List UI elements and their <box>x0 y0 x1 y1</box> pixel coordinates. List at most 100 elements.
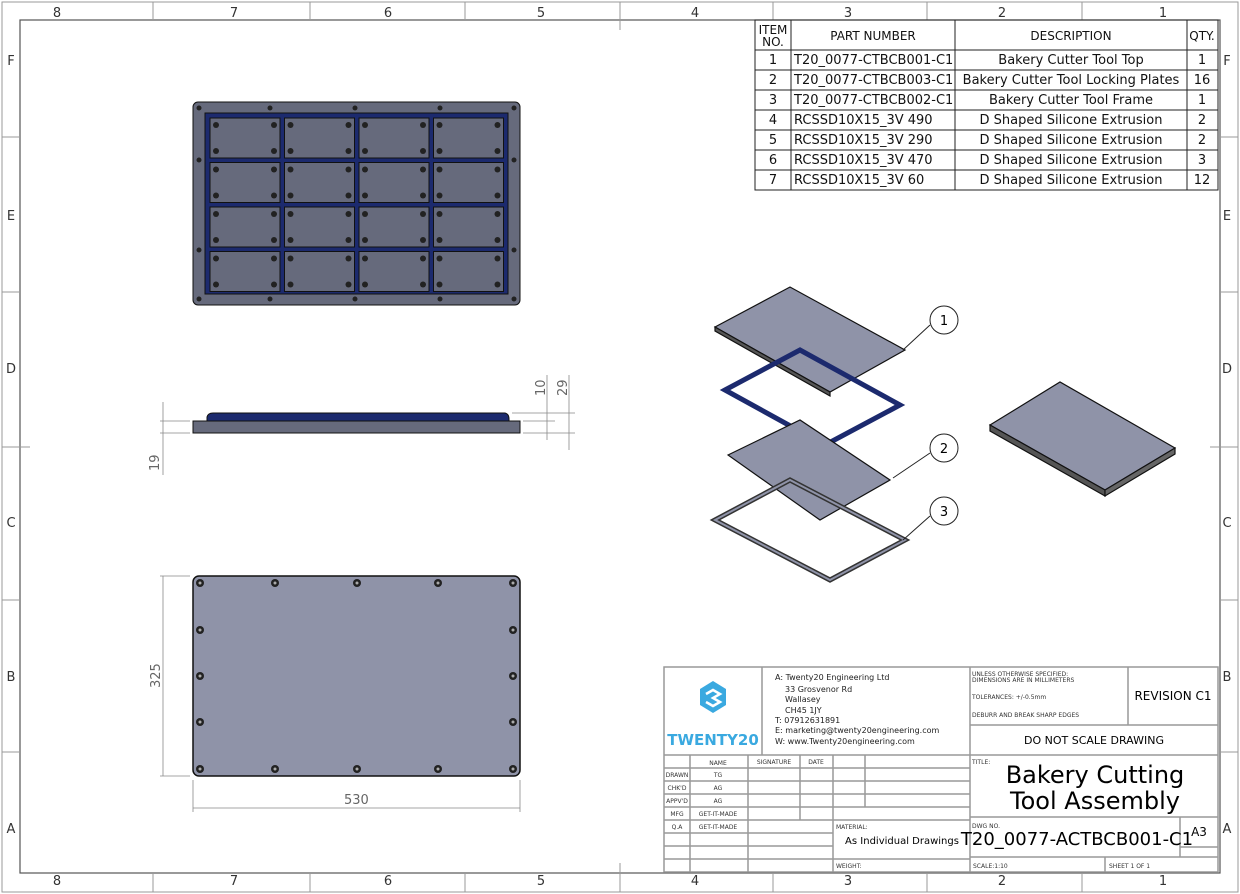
bolt-hole-center <box>355 581 359 585</box>
bom-cell-desc: Bakery Cutter Tool Frame <box>989 93 1153 108</box>
title-block: TWENTY20 A: Twenty20 Engineering Ltd 33 … <box>663 666 1219 873</box>
bolt-hole <box>362 166 368 173</box>
bom-cell-desc: D Shaped Silicone Extrusion <box>980 173 1163 188</box>
bolt-hole-center <box>511 581 515 585</box>
spec-line: DIMENSIONS ARE IN MILLIMETERS <box>972 677 1074 684</box>
sheet: SHEET 1 OF 1 <box>1109 863 1150 870</box>
bom-cell-item: 1 <box>769 53 777 68</box>
bolt-hole <box>213 281 219 288</box>
zone-row: F <box>1223 54 1230 69</box>
bolt-hole <box>362 281 368 288</box>
bolt-hole <box>196 105 202 111</box>
bolt-hole <box>196 247 202 253</box>
bolt-hole-center <box>511 674 515 678</box>
bolt-hole <box>345 148 352 154</box>
bolt-hole <box>352 105 358 111</box>
address-line: Wallasey <box>785 695 821 704</box>
bolt-hole <box>494 237 501 243</box>
bolt-hole <box>345 281 352 288</box>
bolt-hole <box>494 192 501 199</box>
bolt-hole <box>287 281 294 288</box>
zone-row: D <box>6 362 16 377</box>
bolt-hole <box>271 166 277 173</box>
role-label: Q.A <box>672 824 684 831</box>
role-name: GET-IT-MADE <box>699 824 738 831</box>
bolt-hole <box>511 105 517 111</box>
locking-plate <box>358 162 430 203</box>
spec-line: DEBURR AND BREAK SHARP EDGES <box>972 712 1079 719</box>
bottom-view: 325 530 <box>149 575 521 812</box>
role-name: GET-IT-MADE <box>699 811 738 818</box>
locking-plate <box>358 251 430 292</box>
bolt-hole <box>437 296 443 302</box>
bolt-hole <box>420 281 426 288</box>
bolt-hole <box>345 237 352 243</box>
zone-row: B <box>7 670 16 685</box>
revision: REVISION C1 <box>1134 689 1211 703</box>
zone-row: F <box>7 54 14 69</box>
address-line: 33 Grosvenor Rd <box>785 685 852 694</box>
dim-530: 530 <box>344 793 369 808</box>
bolt-hole <box>287 166 294 173</box>
bom-cell-part: RCSSD10X15_3V 60 <box>794 173 924 188</box>
bolt-hole <box>287 148 294 154</box>
bom-cell-desc: D Shaped Silicone Extrusion <box>980 113 1163 128</box>
bom-cell-part: RCSSD10X15_3V 490 <box>794 113 933 128</box>
zone-col: 8 <box>53 6 61 21</box>
bolt-hole <box>271 192 277 199</box>
bolt-hole <box>271 148 277 154</box>
bolt-hole <box>362 211 368 217</box>
bolt-hole-center <box>273 581 277 585</box>
bolt-hole <box>345 192 352 199</box>
dim-10: 10 <box>534 379 549 396</box>
bom-header-item: ITEM <box>759 23 788 37</box>
drawing-number: T20_0077-ACTBCB001-C1 <box>960 829 1193 850</box>
bolt-hole-center <box>198 581 202 585</box>
sheet-size: A3 <box>1191 825 1207 839</box>
bolt-hole <box>271 255 277 262</box>
bolt-hole <box>494 122 501 128</box>
bolt-hole <box>420 166 426 173</box>
bolt-hole <box>436 166 443 173</box>
weight-label: WEIGHT: <box>836 863 862 870</box>
assembled-iso-view <box>988 381 1177 498</box>
address-web: W: www.Twenty20engineering.com <box>775 737 915 746</box>
bolt-hole <box>436 148 443 154</box>
dim-19: 19 <box>148 454 163 471</box>
bolt-hole <box>362 122 368 128</box>
bom-cell-qty: 1 <box>1198 53 1206 68</box>
zone-col: 2 <box>998 6 1006 21</box>
bolt-hole-center <box>198 720 202 724</box>
locking-plate <box>358 117 430 159</box>
zone-row: E <box>1223 209 1231 224</box>
bom-cell-item: 5 <box>769 133 777 148</box>
bolt-hole-center <box>511 628 515 632</box>
bolt-hole <box>494 281 501 288</box>
bom-cell-qty: 1 <box>1198 93 1206 108</box>
bolt-hole <box>436 255 443 262</box>
bolt-hole-center <box>273 767 277 771</box>
bolt-hole <box>511 157 517 163</box>
role-label: DRAWN <box>666 772 689 779</box>
bolt-hole <box>345 255 352 262</box>
locking-plate <box>433 251 504 292</box>
zone-row: A <box>1223 822 1232 837</box>
bom-header-qty: QTY. <box>1189 29 1215 43</box>
bolt-hole <box>345 166 352 173</box>
zone-col: 1 <box>1159 874 1167 889</box>
bom-cell-part: T20_0077-CTBCB001-C1 <box>793 53 953 68</box>
zone-col: 3 <box>844 874 852 889</box>
locking-plate <box>284 162 355 203</box>
bolt-hole <box>494 166 501 173</box>
bolt-hole-center <box>198 674 202 678</box>
role-label: APPV'D <box>666 798 688 805</box>
zone-row: E <box>7 209 15 224</box>
bolt-hole-center <box>198 628 202 632</box>
address-phone: T: 07912631891 <box>774 716 840 725</box>
bom-cell-part: RCSSD10X15_3V 470 <box>794 153 933 168</box>
address-email: E: marketing@twenty20engineering.com <box>775 726 939 735</box>
locking-plate <box>284 251 355 292</box>
zone-col: 5 <box>537 874 545 889</box>
bolt-hole-center <box>198 767 202 771</box>
